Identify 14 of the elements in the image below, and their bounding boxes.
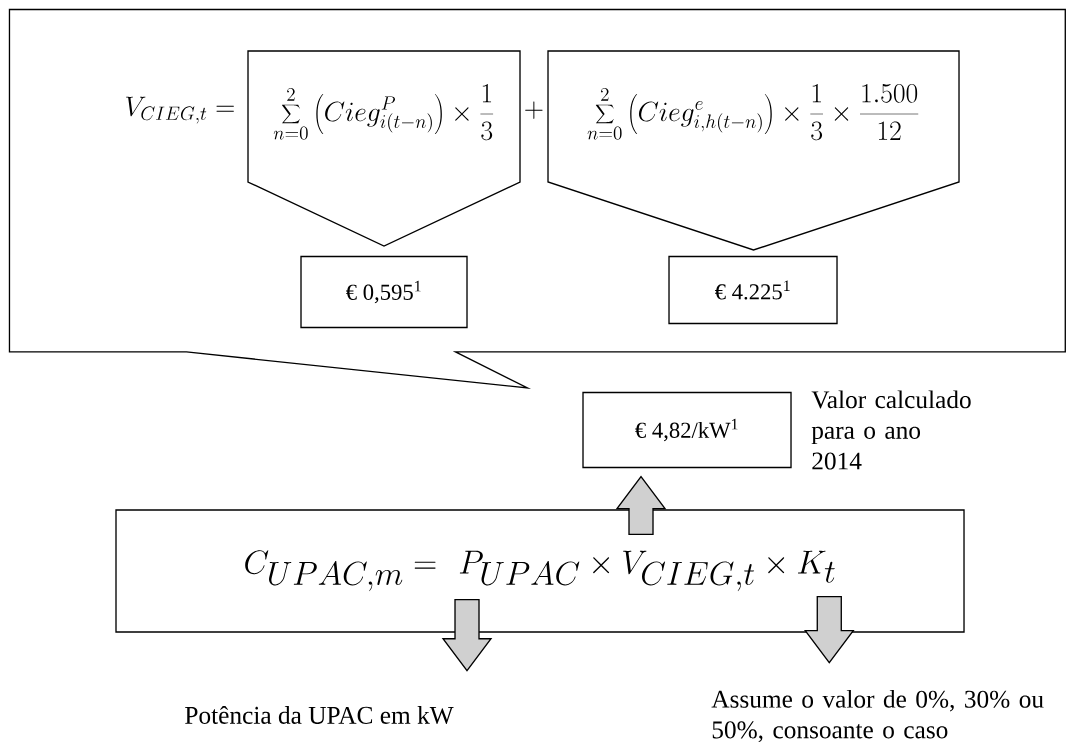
caption-text: Assume o valor de 0%, 30% ou 50%, consoante o caso [711, 689, 1044, 742]
formula: $V_{CIEG,t} =$ [126, 96, 234, 124]
value-box: € 4,82/kW$^{1}$ [582, 391, 792, 469]
value-box: € 4.225$^{1}$ [668, 255, 838, 325]
formula: $+$ [525, 101, 543, 119]
block-arrow [441, 599, 493, 672]
value-box: € 0,595$^{1}$ [300, 255, 468, 329]
caption-text: Potência da UPAC em kW [185, 706, 454, 724]
formula-box: $C_{UPAC,m} =\ P_{UPAC}\times V_{CIEG,t}\times K_{t}$ [115, 509, 965, 633]
note-text: Valor calculado para o ano 2014 [811, 390, 971, 470]
block-arrow [803, 596, 855, 664]
pentagon-callout: $\sum_{n=0}^{2}\left(Cieg_{i,h(t-n)}^{e}\right)\times\frac{1}{3}\times\frac{1.500}{12}$ [547, 50, 960, 251]
pentagon-callout: $\sum_{n=0}^{2}\left(Cieg_{i(t-n)}^{P}\right)\times\frac{1}{3}$ [247, 50, 521, 247]
block-arrow [615, 475, 667, 535]
